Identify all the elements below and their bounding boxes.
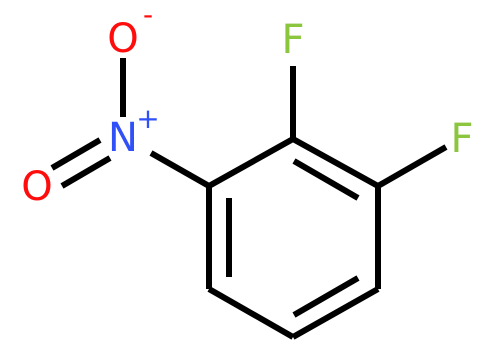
double-bond-n-o-left-b — [60, 155, 112, 189]
bond-c5-c6 — [207, 286, 295, 340]
bond-c3-f-right — [376, 144, 448, 189]
bond-c1-c2 — [207, 136, 295, 189]
bond-c1-n — [149, 150, 211, 189]
double-bond-n-o-left-a — [50, 137, 102, 171]
substituent-bonds — [50, 58, 448, 189]
fluorine-right-label: F — [450, 116, 473, 162]
bond-c4-c5 — [291, 286, 380, 340]
fluorine-top-label: F — [281, 17, 304, 63]
oxygen-top-label: O — [107, 16, 138, 62]
oxygen-top-charge: - — [143, 0, 153, 31]
nitrogen-label: N — [108, 115, 138, 161]
double-bond-inner-c2-c3 — [292, 158, 360, 201]
double-bond-inner-c4-c5 — [292, 275, 360, 318]
bond-c2-c3 — [291, 136, 380, 189]
atom-labels: F F N + O - O — [21, 0, 473, 210]
benzene-ring — [206, 136, 381, 340]
nitrogen-charge: + — [136, 102, 159, 135]
oxygen-left-label: O — [21, 164, 52, 210]
